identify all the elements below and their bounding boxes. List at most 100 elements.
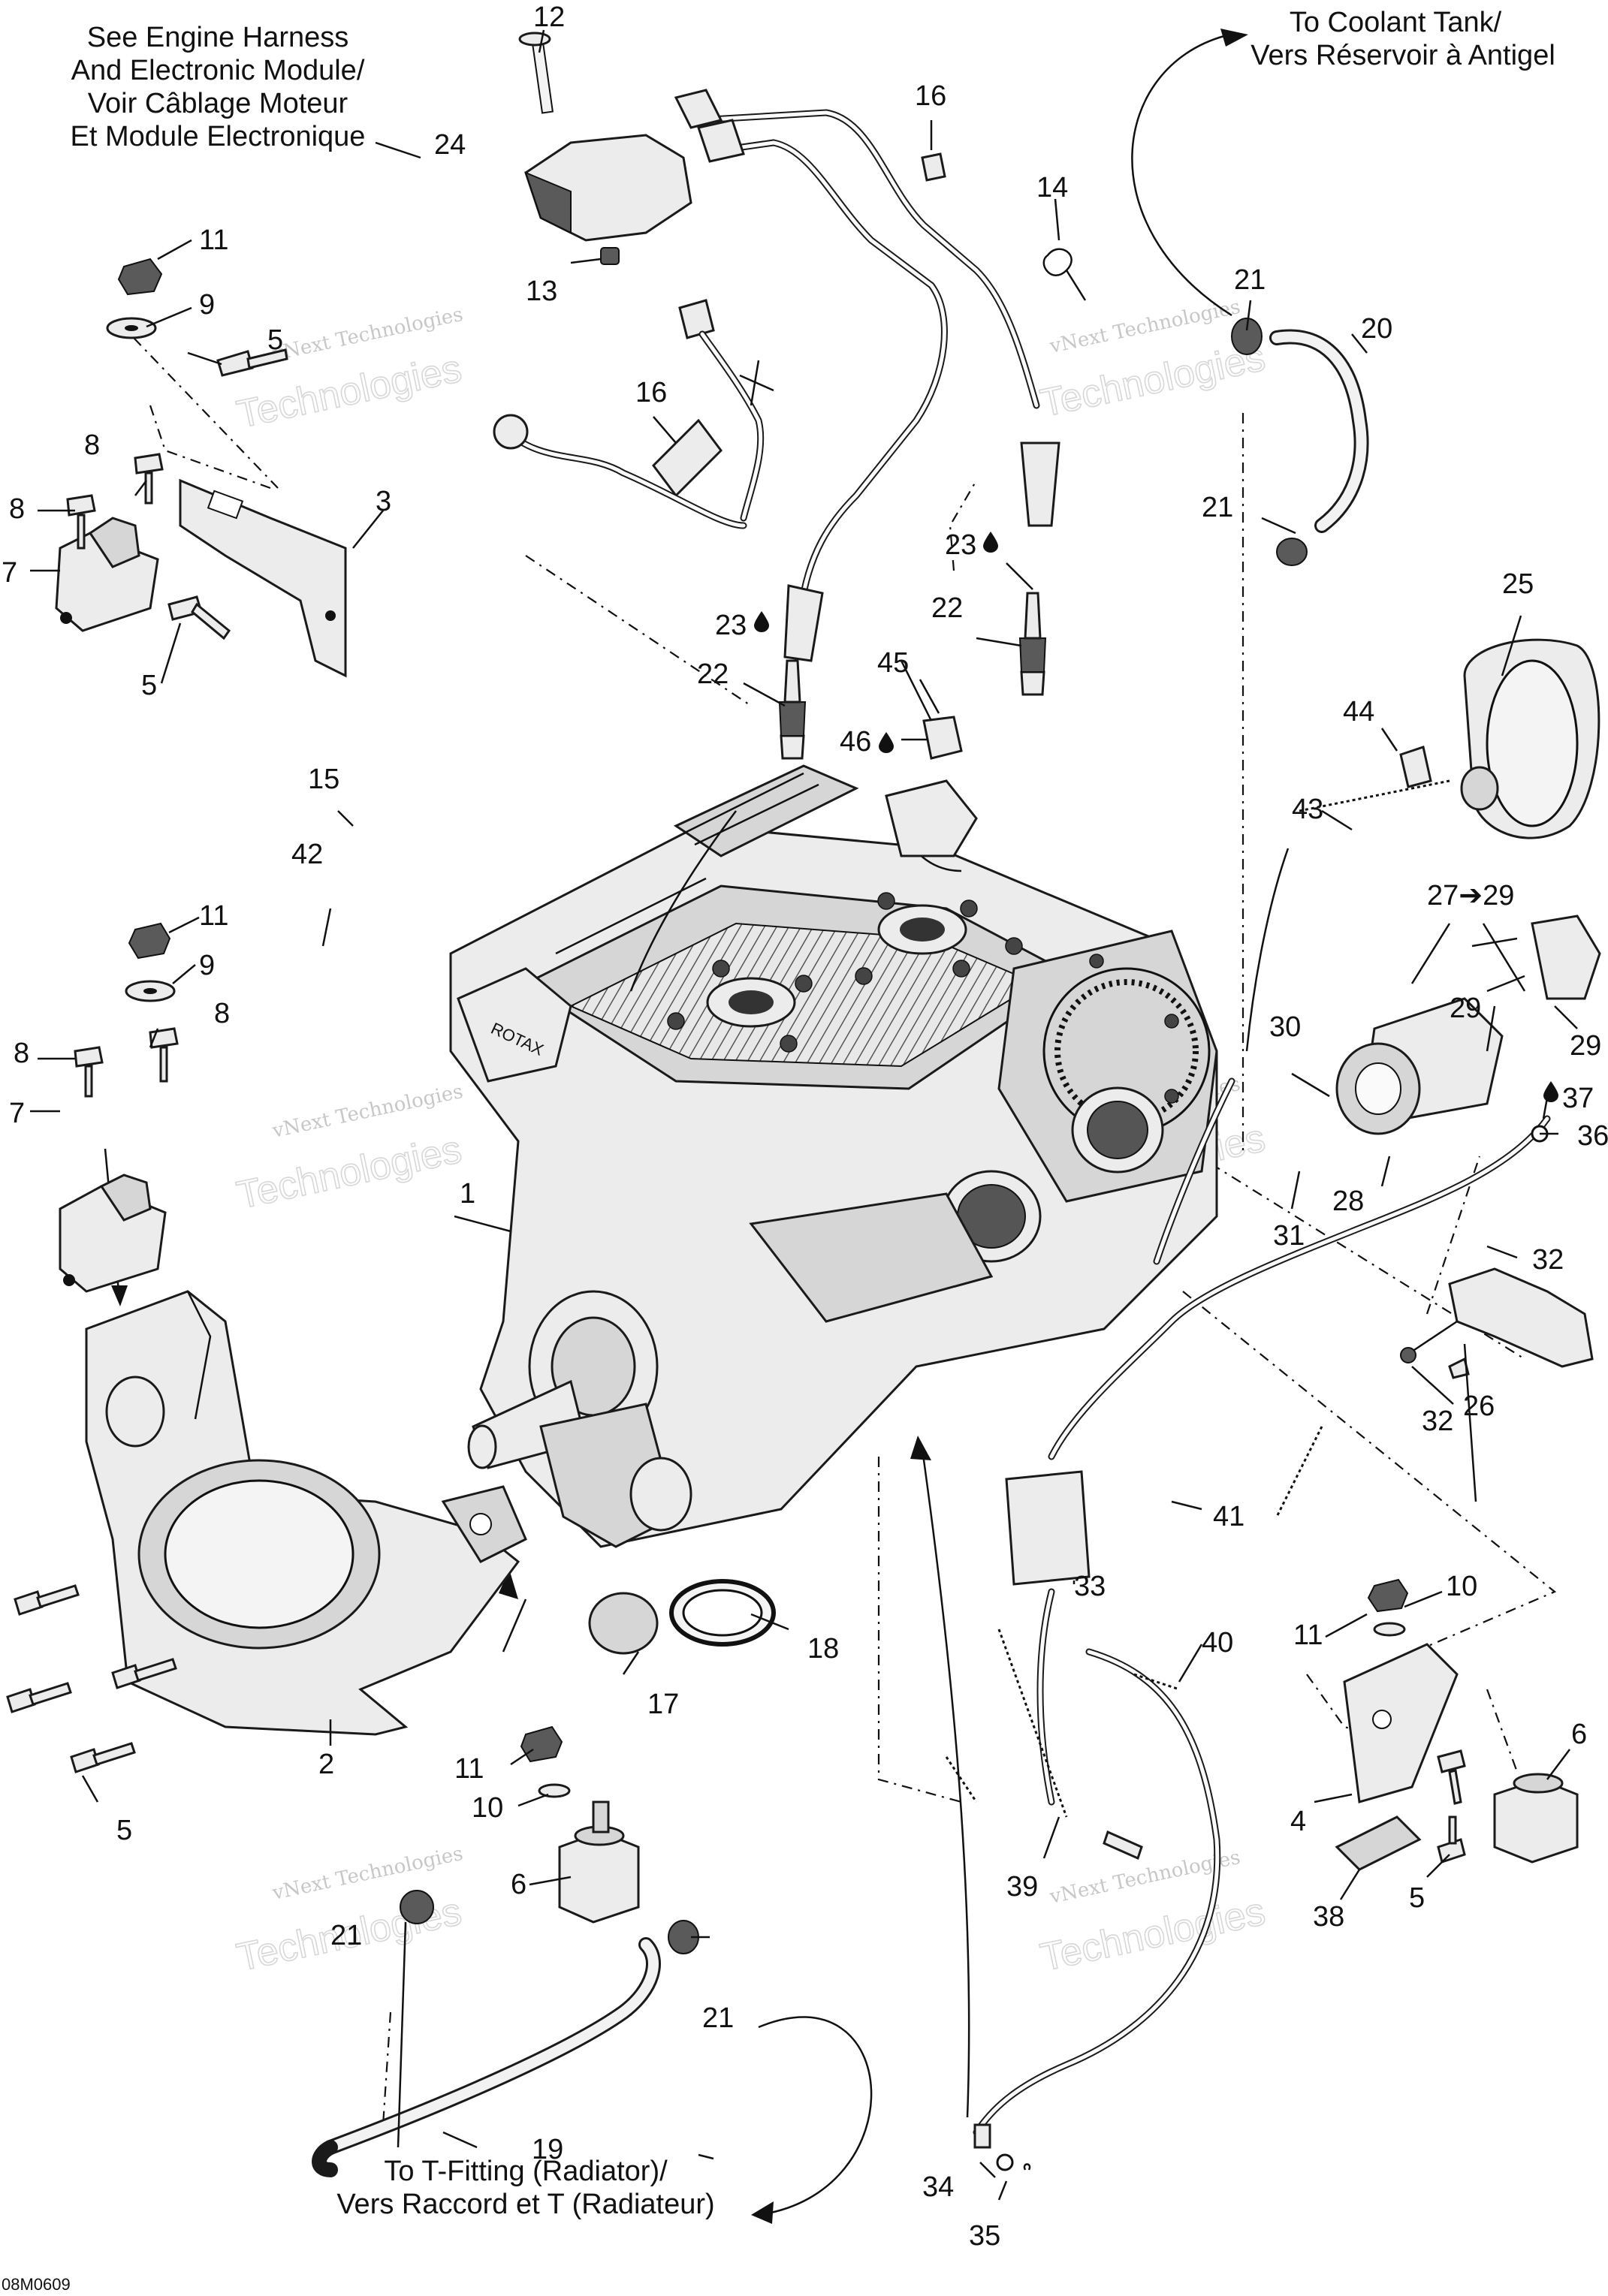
springs [945,779,1450,1818]
callout-29b: 29 [1570,1030,1601,1062]
rewind-cover [1399,638,1600,839]
knock-sensor-harness [493,299,774,529]
callout-7a: 7 [2,557,17,589]
callout-31: 31 [1273,1220,1305,1252]
note-t-fitting: To T-Fitting (Radiator)/ Vers Raccord et… [336,2156,714,2220]
callout-17: 17 [647,1689,679,1720]
lubricant-drop-icon [754,611,769,632]
note-coolant-tank: To Coolant Tank/ Vers Réservoir à Antige… [1250,7,1555,71]
callout-5d: 5 [1409,1882,1425,1914]
ignition-coil [518,32,692,265]
callout-1: 1 [460,1178,475,1210]
callout-labels: 1 2 3 4 5 5 5 5 6 6 7 7 8 8 8 8 9 9 10 1… [2,2,1608,2252]
callout-32b: 32 [1422,1406,1453,1437]
spark-plug-left [778,659,807,760]
callout-36: 36 [1577,1120,1608,1152]
callout-43: 43 [1292,794,1323,825]
callout-34: 34 [922,2171,954,2203]
svg-text:Vers Réservoir à Antigel: Vers Réservoir à Antigel [1250,40,1555,71]
callout-9b: 9 [199,950,215,981]
coolant-hose-top [1231,318,1369,566]
callout-21d: 21 [702,2002,734,2034]
cable-end-parts [973,1125,1549,2171]
lubricant-drop-icon [983,532,998,553]
coolant-hose-bottom [312,1890,699,2177]
callout-21a: 21 [1234,264,1266,296]
callout-8a: 8 [9,493,25,525]
engine-block: ROTAX [449,764,1218,1548]
callout-25: 25 [1502,568,1534,600]
arrow-head-icon [751,2201,774,2224]
callout-21b: 21 [1202,492,1233,523]
callout-12: 12 [533,2,565,33]
callout-5a: 5 [267,324,283,356]
callout-41: 41 [1213,1501,1244,1532]
callout-23b: 23 [945,529,976,561]
arrow-head-icon [910,1436,931,1460]
watermark-bottomright: vNext Technologies Technologies [1036,1846,1270,1981]
svg-text:To T-Fitting (Radiator)/: To T-Fitting (Radiator)/ [384,2156,668,2187]
watermark-midleft: vNext Technologies Technologies [233,1080,466,1219]
callout-24: 24 [434,129,466,161]
svg-text:To Coolant Tank/: To Coolant Tank/ [1290,7,1502,38]
diagram-code: 08M0609 [2,2275,71,2294]
svg-text:Vers Raccord et T (Radiateur): Vers Raccord et T (Radiateur) [336,2189,714,2220]
note-engine-harness: See Engine Harness And Electronic Module… [71,22,366,152]
callout-7b: 7 [9,1098,25,1129]
spark-plug-cables [652,89,1087,662]
callout-29a: 29 [1450,993,1481,1024]
callout-16a: 16 [915,80,946,112]
callout-8c: 8 [14,1038,29,1069]
callout-27-29: 27➔29 [1427,880,1514,911]
callout-14: 14 [1036,172,1068,203]
lubricant-drop-icon [1543,1081,1558,1102]
callout-11b: 11 [199,900,228,932]
callout-leaders [30,29,1578,2201]
callout-10a: 10 [472,1792,503,1824]
callout-2: 2 [318,1749,334,1780]
callout-22b: 22 [931,592,963,624]
callout-45: 45 [877,647,909,679]
callout-16b: 16 [635,377,667,408]
callout-8b: 8 [84,429,100,461]
callout-3: 3 [376,486,391,517]
callout-5b: 5 [141,670,157,701]
callout-39: 39 [1006,1871,1038,1903]
engine-mount-mid-left [59,1174,167,1293]
watermark-topright: vNext Technologies Technologies [1036,296,1270,426]
coolant-fitting [885,716,978,857]
svg-text:Et Module Electronique: Et Module Electronique [71,121,366,152]
callout-15: 15 [308,764,339,795]
callout-5c: 5 [116,1815,132,1846]
arrow-head-icon [1220,29,1248,47]
svg-text:Technologies: Technologies [233,1128,465,1218]
callout-38: 38 [1313,1901,1344,1933]
spark-plug-right [1018,592,1047,696]
callout-44: 44 [1343,696,1374,728]
svg-text:Voir Câblage Moteur: Voir Câblage Moteur [88,88,348,119]
callout-11d: 11 [1293,1620,1323,1651]
callout-32a: 32 [1532,1244,1564,1276]
svg-text:See Engine Harness: See Engine Harness [87,22,349,53]
callout-28: 28 [1332,1186,1364,1217]
callout-18: 18 [807,1633,839,1665]
brake-lever-bracket [1400,1267,1594,1368]
svg-text:And Electronic Module/: And Electronic Module/ [71,55,365,86]
callout-11c: 11 [454,1753,484,1785]
watermark-topleft: vNext Technologies Technologies [233,303,466,438]
callout-9a: 9 [199,289,215,321]
engine-mount-top-left [55,478,347,678]
callout-10b: 10 [1446,1571,1477,1602]
callout-21c: 21 [330,1920,362,1951]
callout-23a: 23 [715,610,747,641]
callout-20: 20 [1361,313,1392,345]
callout-33: 33 [1074,1571,1106,1602]
hardware-nuts-bolts [6,258,1466,1864]
callout-42: 42 [291,839,323,870]
engine-mount-bottom-center [558,1800,640,1924]
callout-26: 26 [1463,1391,1495,1422]
throttle-housing [1335,914,1601,1135]
callout-46: 46 [840,726,871,758]
callout-35: 35 [969,2220,1000,2252]
lubricant-drop-icon [879,732,894,753]
